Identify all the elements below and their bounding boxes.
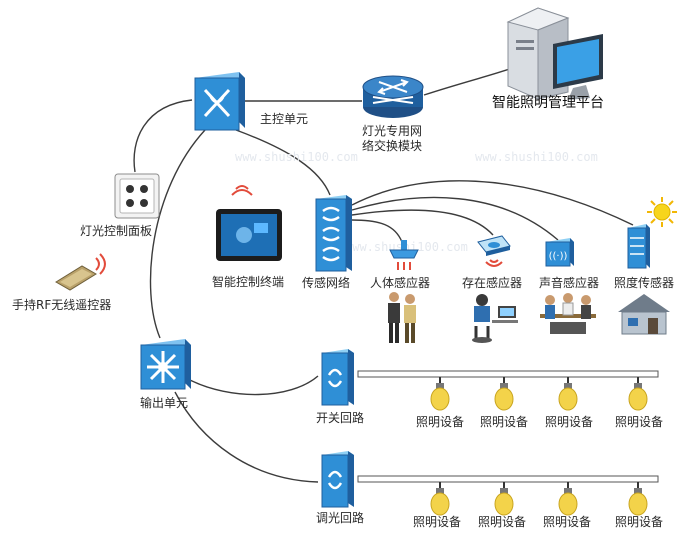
watermark: www.shushi100.com (235, 150, 358, 164)
dimmer-circuit-icon (321, 451, 354, 508)
wire-output-to-dimmer-circuit (174, 391, 319, 483)
light-bulb-icon (558, 377, 578, 411)
desk-worker-icon (472, 294, 518, 343)
terminal-label: 智能控制终端 (212, 275, 285, 289)
fixture-label: 照明设备 (413, 515, 462, 529)
wire-to-light-sensor (351, 180, 634, 226)
sensor-network-icon (315, 195, 352, 272)
sound-sensor-icon: ((·)) (545, 238, 574, 267)
body-sensor-label: 人体感应器 (370, 276, 431, 290)
control-panel-icon (114, 173, 160, 219)
fixture-label: 照明设备 (543, 515, 592, 529)
wire-main-to-panel (133, 99, 193, 173)
light-bulb-icon (430, 377, 450, 411)
watermark: www.shushi100.com (475, 150, 598, 164)
wire-to-presence-sensor (351, 209, 494, 236)
remote-control-icon (55, 253, 106, 291)
light-sensor-label: 照度传感器 (614, 276, 675, 290)
light-bulb-icon (628, 377, 648, 411)
output-unit-label: 输出单元 (140, 396, 189, 410)
wire-main-to-sensor-network (235, 129, 331, 196)
main-unit-label: 主控单元 (260, 112, 309, 126)
switch-module-label-line1: 灯光专用网 (362, 124, 423, 138)
fixture-label: 照明设备 (545, 415, 594, 429)
dimmer-bus-bar (357, 475, 659, 483)
dimmer-circuit-label: 调光回路 (316, 511, 365, 525)
remote-label: 手持RF无线遥控器 (12, 298, 112, 312)
panel-label: 灯光控制面板 (80, 224, 153, 238)
people-icon (388, 292, 416, 343)
fixture-label: 照明设备 (615, 415, 664, 429)
light-bulb-icon (494, 377, 514, 411)
meeting-icon (540, 293, 596, 334)
sensor-network-label: 传感网络 (302, 276, 351, 290)
fixture-label: 照明设备 (416, 415, 465, 429)
switch-circuit-icon (321, 349, 354, 406)
house-icon (618, 294, 670, 335)
switch-bus-bar (357, 370, 659, 378)
presence-sensor-icon (477, 235, 511, 267)
switch-circuit-label: 开关回路 (316, 411, 365, 425)
platform-label: 智能照明管理平台 (492, 95, 604, 111)
network-switch-icon (362, 75, 424, 118)
wire-output-to-switch-circuit (189, 375, 319, 396)
light-sensor-icon (627, 224, 650, 269)
fixture-label: 照明设备 (480, 415, 529, 429)
fixture-label: 照明设备 (478, 515, 527, 529)
light-bulb-icon (494, 482, 514, 516)
wire-main-to-output (149, 129, 206, 339)
presence-sensor-label: 存在感应器 (462, 276, 523, 290)
wire-to-sound-sensor (351, 196, 559, 241)
svg-text:((·)): ((·)) (549, 251, 568, 262)
switch-module-label-line2: 络交换模块 (362, 139, 423, 153)
computer-icon (506, 7, 603, 100)
light-bulb-icon (430, 482, 450, 516)
body-sensor-icon (389, 240, 419, 270)
sun-icon (647, 197, 677, 227)
sound-sensor-label: 声音感应器 (539, 276, 600, 290)
control-hub-icon (194, 72, 245, 131)
wire-to-body-sensor (351, 219, 403, 243)
light-bulb-icon (558, 482, 578, 516)
fixture-label: 照明设备 (615, 515, 664, 529)
light-bulb-icon (628, 482, 648, 516)
output-hub-icon (140, 339, 191, 390)
tablet-icon (216, 185, 282, 261)
